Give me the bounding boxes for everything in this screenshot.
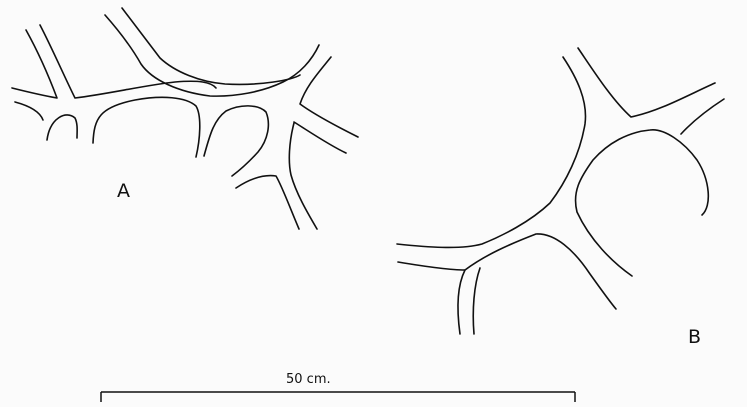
specimen-b-right-stub [681,99,724,134]
specimen-b-label: B [688,326,701,348]
specimen-a-main-upper-edge [40,25,216,98]
specimen-b-upper-branch [578,48,715,117]
scale-bar-label: 50 cm. [286,372,331,387]
specimen-a-right-descending-inner [236,176,299,229]
specimen-b-outline [397,48,724,334]
specimen-b-stem-left [458,270,465,334]
specimen-a-right-descending-outer [289,123,317,229]
specimen-a-outline [12,8,358,229]
specimen-a-label: A [117,180,130,202]
specimen-a-right-loop [204,106,268,176]
specimen-b-inner-loop [575,130,708,276]
specimen-b-stem-right [473,268,480,334]
specimen-a-upper-left-branch [12,30,57,98]
specimen-a-left-lower-stub [15,102,43,120]
scale-bar: 50 cm. [101,372,575,402]
specimen-a-small-loop [47,115,77,140]
specimen-a-inner-lower-edge [93,97,200,157]
specimen-b-main-outer [397,57,585,247]
specimen-b-lower-branch [398,234,616,309]
specimen-a-right-branch-upper [300,57,358,137]
